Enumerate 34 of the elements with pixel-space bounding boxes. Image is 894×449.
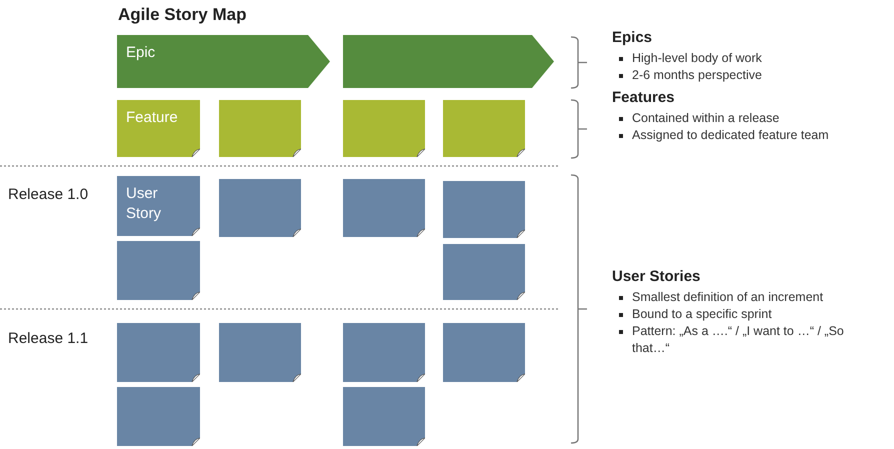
user-story-card: [117, 323, 200, 382]
section-heading: Epics: [612, 29, 652, 46]
epic-arrow: [117, 35, 330, 88]
user-story-card: [117, 176, 200, 236]
user-story-card: [443, 244, 525, 300]
epic-arrow: [343, 35, 554, 88]
card-label: Feature: [126, 108, 179, 128]
bullet-item: Assigned to dedicated feature team: [618, 127, 866, 144]
user-story-card: [343, 323, 425, 382]
user-story-card: [443, 181, 525, 238]
bullet-item: High-level body of work: [618, 50, 866, 67]
bullet-item: 2-6 months perspective: [618, 67, 866, 84]
feature-card: [343, 100, 425, 157]
release-label: Release 1.0: [8, 186, 88, 203]
title: Agile Story Map: [118, 5, 246, 25]
user-story-card: [343, 387, 425, 446]
section-heading: User Stories: [612, 268, 700, 285]
user-story-card: [219, 179, 301, 237]
section-heading: Features: [612, 89, 675, 106]
release-label: Release 1.1: [8, 330, 88, 347]
feature-card: [443, 100, 525, 157]
user-story-card: [117, 387, 200, 446]
card-label: User Story: [126, 184, 162, 224]
feature-card: [219, 100, 301, 157]
bullet-item: Contained within a release: [618, 110, 866, 127]
feature-card: [117, 100, 200, 157]
bullet-item: Bound to a specific sprint: [618, 306, 866, 323]
card-label: Epic: [126, 43, 156, 63]
user-story-card: [343, 179, 425, 237]
bullet-item: Pattern: „As a ….“ / „I want to …“ / „So that…“: [618, 323, 866, 357]
user-story-card: [117, 241, 200, 300]
user-story-card: [443, 323, 525, 382]
bullet-item: Smallest definition of an increment: [618, 289, 866, 306]
user-story-card: [219, 323, 301, 382]
